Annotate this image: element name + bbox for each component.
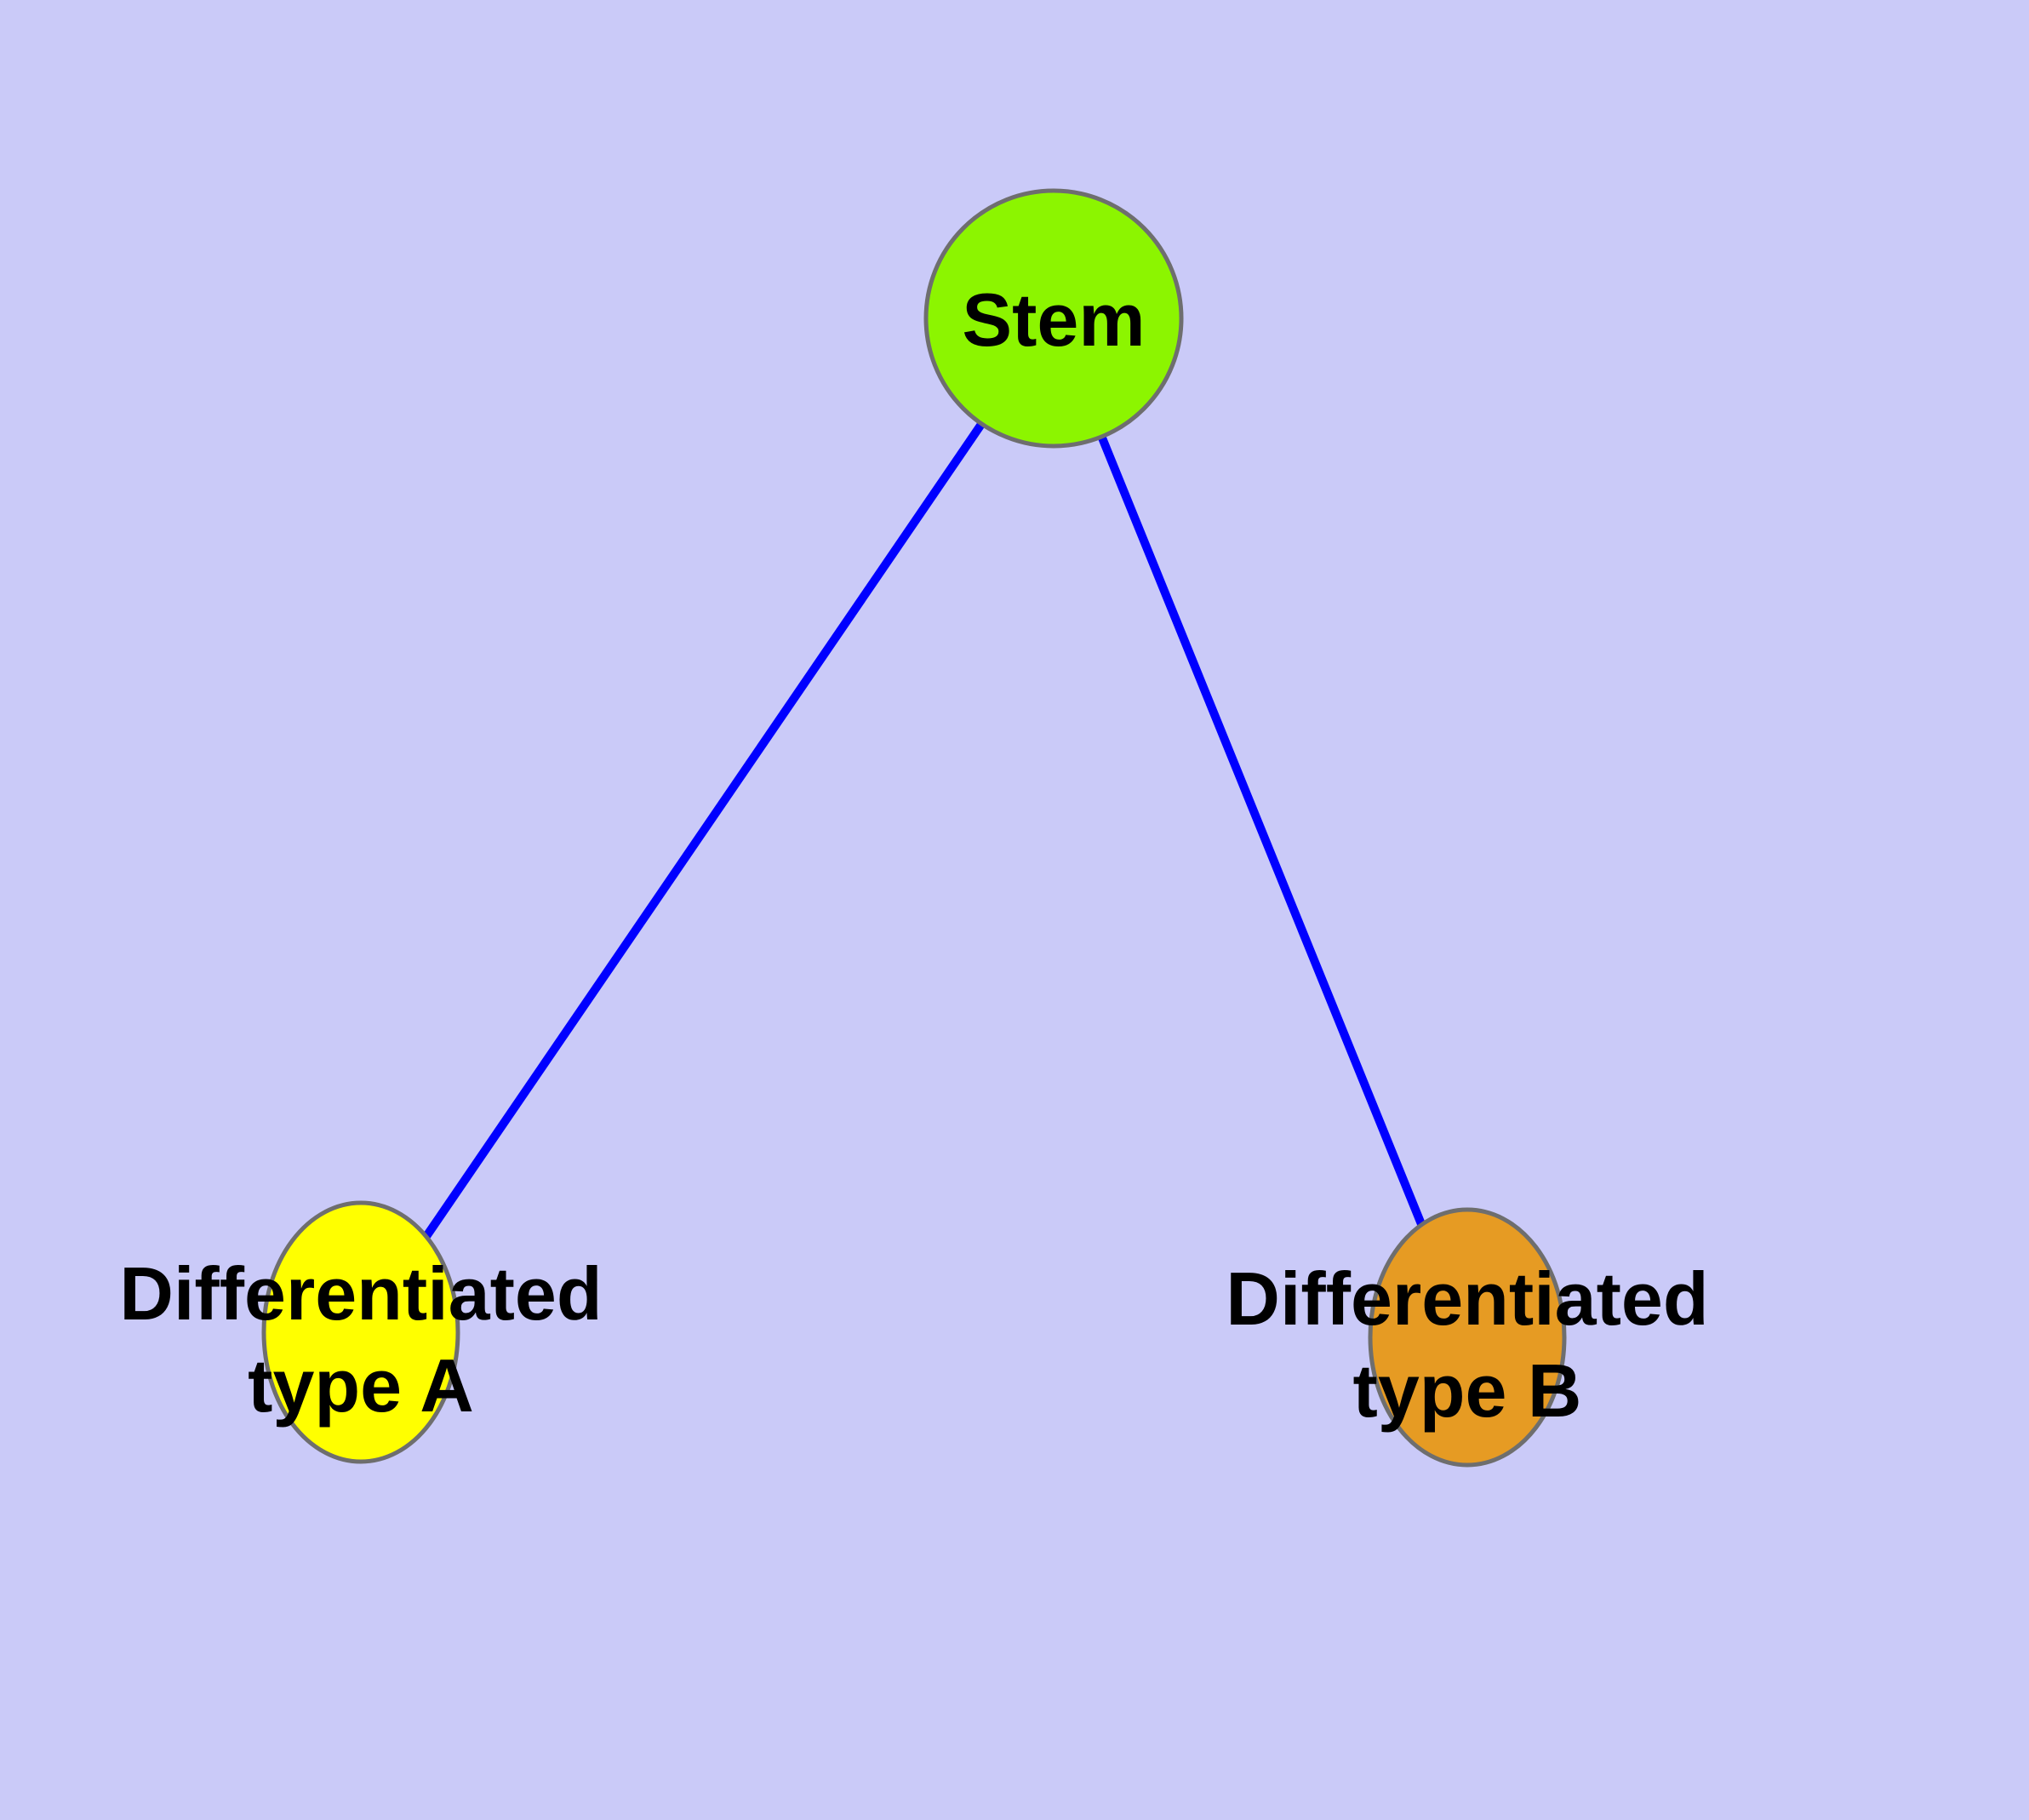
node-differentiated-type-a-label-line1: Differentiated bbox=[119, 1251, 602, 1336]
node-stem-label: Stem bbox=[962, 278, 1145, 362]
node-differentiated-type-b bbox=[1368, 1207, 1567, 1468]
edge-stem-to-type-a bbox=[357, 316, 1058, 1335]
node-differentiated-type-b-label-line1: Differentiated bbox=[1226, 1256, 1708, 1341]
node-differentiated-type-b-label-line2: type B bbox=[1353, 1348, 1582, 1433]
node-differentiated-type-a-label-line2: type A bbox=[248, 1343, 474, 1428]
node-differentiated-type-a bbox=[261, 1200, 460, 1464]
edge-stem-to-type-b bbox=[1049, 317, 1472, 1339]
node-stem bbox=[923, 188, 1184, 449]
